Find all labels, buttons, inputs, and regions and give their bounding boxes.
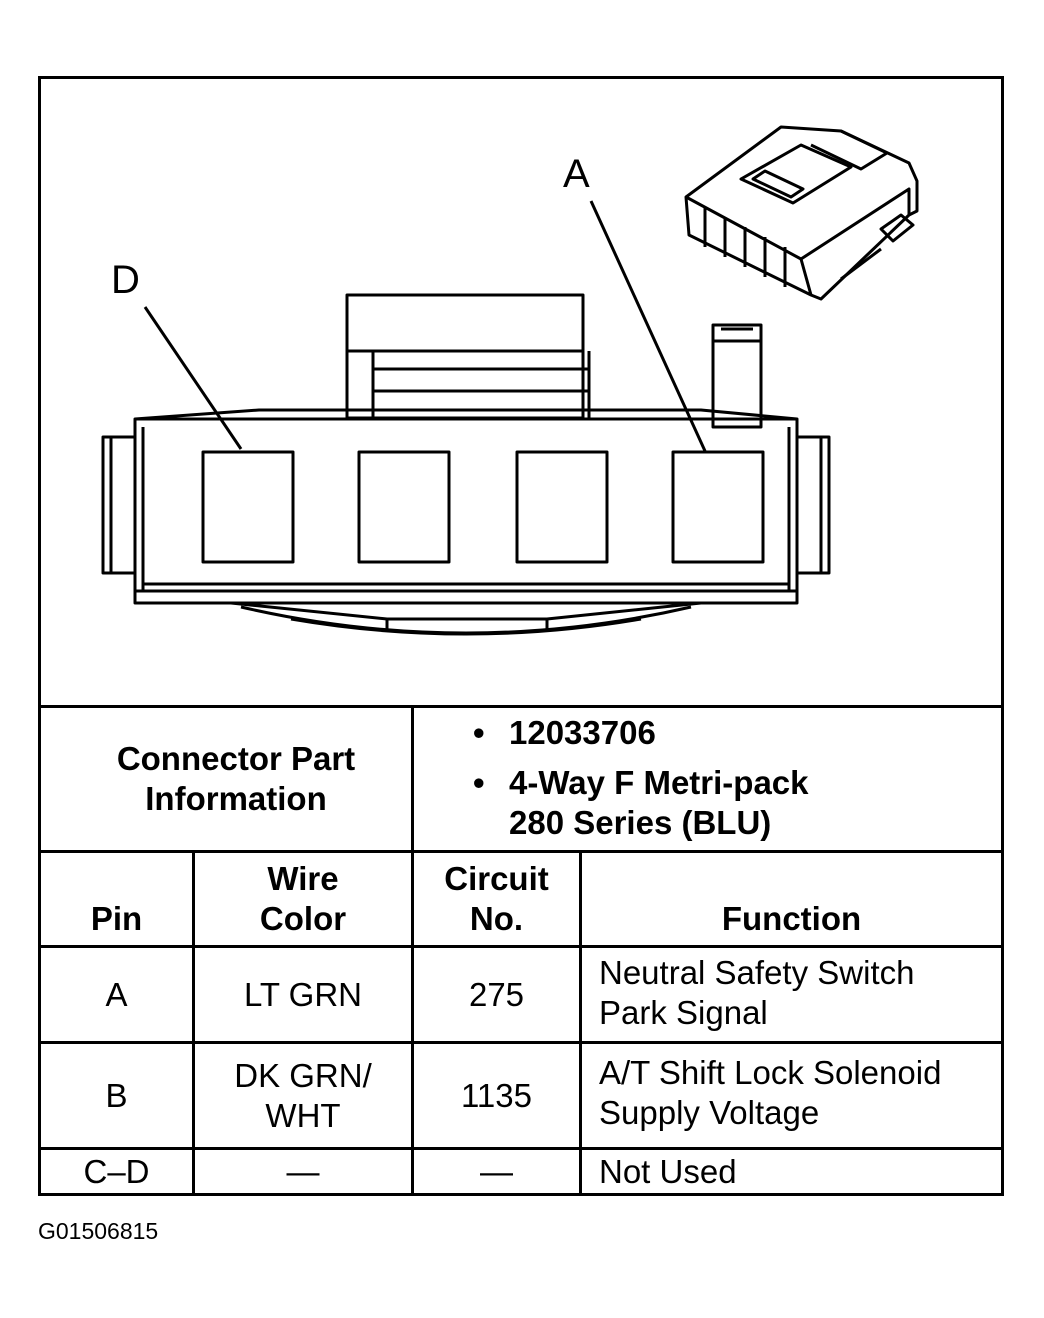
row-a-function: Neutral Safety Switch Park Signal [599,954,915,1031]
callout-d-leader [143,306,243,450]
row-b-function: A/T Shift Lock Solenoid Supply Voltage [599,1054,942,1131]
divider-col-pin [192,850,195,1193]
divider-header [41,945,1001,948]
figure-id: G01506815 [38,1218,159,1244]
connector-latch [345,293,591,420]
connector-body [101,408,831,636]
row-cd-wire: — [286,1152,320,1190]
cavity-b [515,450,609,564]
divider-col-wire [411,850,414,1193]
header-pin: Pin [90,900,143,937]
row-a-circuit: 275 [468,976,525,1013]
divider-row-a [41,1041,1001,1044]
header-circuit: Circuit No. [444,860,549,937]
part-number-line: • 12033706 [473,713,656,753]
row-b-pin: B [105,1077,128,1114]
header-wire-color: Wire Color [259,860,347,937]
callout-a-label: A [563,152,590,196]
description-line-1: • 4-Way F Metri-pack [473,763,809,803]
cavity-c [357,450,451,564]
connector-iso-view [684,125,919,301]
part-number: 12033706 [509,714,656,751]
connector-info-label: Connector Part Information [116,740,356,817]
cavity-d [201,450,295,564]
header-function: Function [721,900,862,937]
divider-info-col [411,705,414,850]
row-b-circuit: 1135 [461,1077,532,1114]
connector-tab [711,323,763,429]
callout-a-leader [589,200,707,452]
row-a-wire: LT GRN [244,976,362,1013]
diagram-frame: A D Connector Part Information • 12033706… [38,76,1004,1196]
row-b-wire: DK GRN/ WHT [234,1057,372,1134]
divider-drawing [41,705,1001,708]
row-a-pin: A [105,976,128,1013]
row-cd-pin: C–D [83,1152,150,1190]
bullet-icon: • [473,714,485,751]
row-cd-function: Not Used [599,1152,737,1190]
divider-part-info [41,850,1001,853]
bullet-icon: • [473,764,485,801]
connector-drawing: A D [41,79,1001,705]
divider-col-circuit [579,850,582,1193]
cavity-a [671,450,765,564]
connector-description: 4-Way F Metri-pack [509,764,809,801]
row-cd-circuit: — [480,1152,513,1190]
callout-d-label: D [111,258,140,302]
divider-row-b [41,1147,1001,1150]
description-line-2: 280 Series (BLU) [509,804,772,841]
